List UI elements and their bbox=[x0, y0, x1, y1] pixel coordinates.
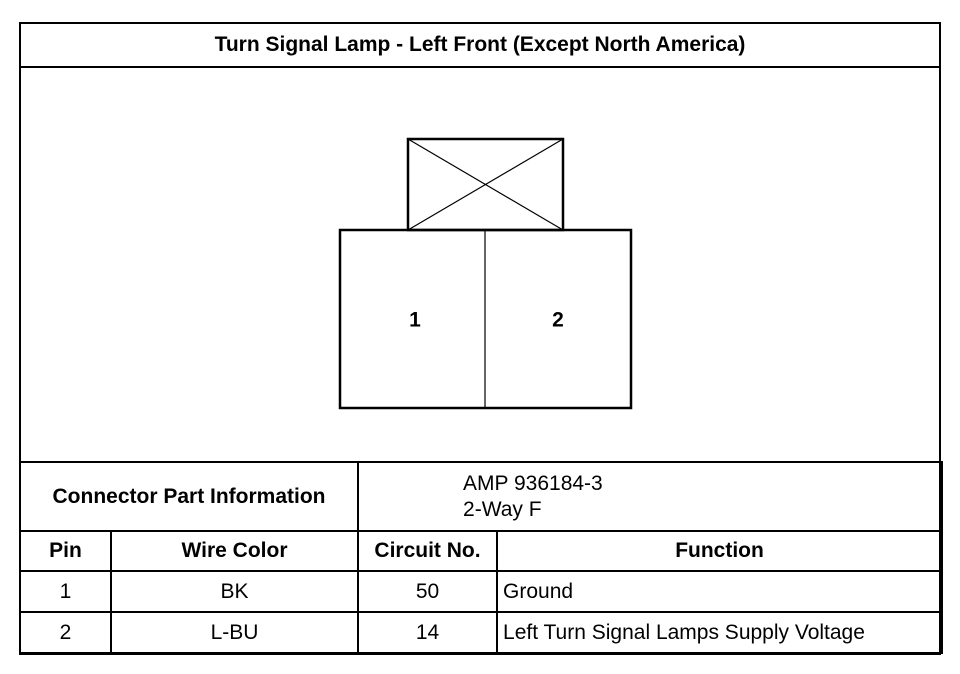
lock-tab-cross-b bbox=[407, 138, 564, 231]
part-info-row: Connector Part Information AMP 936184-3 … bbox=[18, 461, 944, 532]
part-info-label: Connector Part Information bbox=[18, 461, 360, 532]
cell-circuit: 14 bbox=[357, 611, 499, 654]
table-row: 2 L-BU 14 Left Turn Signal Lamps Supply … bbox=[19, 611, 944, 654]
page-title: Turn Signal Lamp - Left Front (Except No… bbox=[21, 24, 939, 68]
part-info-value: AMP 936184-3 2-Way F bbox=[357, 461, 944, 532]
pin-label-2: 2 bbox=[552, 309, 564, 332]
header-circuit: Circuit No. bbox=[357, 530, 499, 572]
pin-label-1: 1 bbox=[409, 309, 421, 332]
cell-circuit: 50 bbox=[357, 570, 499, 613]
cell-pin: 2 bbox=[19, 611, 112, 654]
header-wire-color: Wire Color bbox=[109, 530, 360, 572]
table-row: 1 BK 50 Ground bbox=[19, 570, 944, 613]
header-pin: Pin bbox=[19, 530, 112, 572]
cell-wire-color: L-BU bbox=[109, 611, 360, 654]
connector-info-table: Connector Part Information AMP 936184-3 … bbox=[18, 461, 944, 654]
cell-function: Ground bbox=[496, 570, 944, 613]
cell-function: Left Turn Signal Lamps Supply Voltage bbox=[496, 611, 944, 654]
connector-sheet: Turn Signal Lamp - Left Front (Except No… bbox=[18, 22, 944, 655]
connector-diagram: 1 2 bbox=[21, 68, 939, 461]
header-function: Function bbox=[496, 530, 944, 572]
connector-type: 2-Way F bbox=[463, 497, 542, 521]
cell-pin: 1 bbox=[19, 570, 112, 613]
part-number: AMP 936184-3 bbox=[463, 471, 603, 495]
table-header-row: Pin Wire Color Circuit No. Function bbox=[19, 530, 944, 572]
cell-wire-color: BK bbox=[109, 570, 360, 613]
connector-drawing: 1 2 bbox=[338, 137, 633, 410]
